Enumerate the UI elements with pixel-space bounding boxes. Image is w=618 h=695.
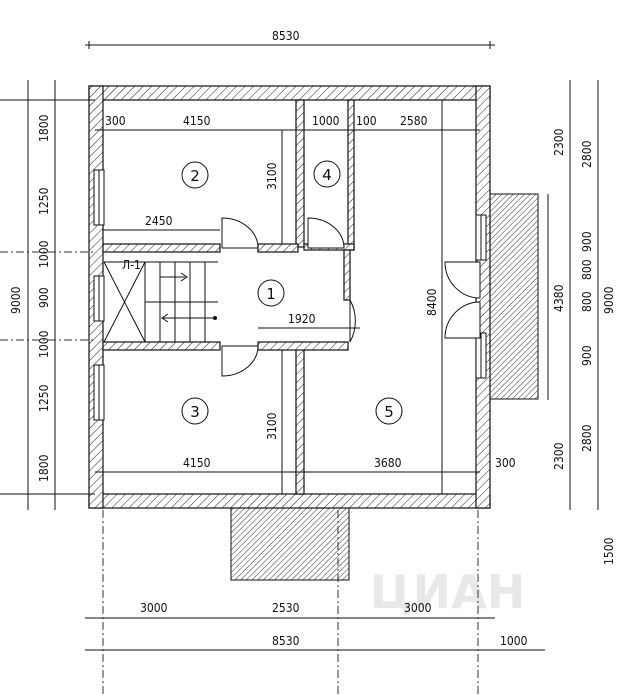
right-porch: [489, 193, 539, 400]
dim-right-2300-top: 2300: [552, 128, 566, 156]
room-2-label: 2: [190, 167, 200, 185]
axis-lines: [0, 251, 479, 695]
dim-left-1250-top: 1250: [37, 187, 51, 215]
dim-lower-4150: 4150: [183, 456, 211, 470]
dim-upper-100: 100: [356, 114, 377, 128]
dim-left-1250-bottom: 1250: [37, 384, 51, 412]
dim-upper-300: 300: [105, 114, 126, 128]
dim-right-2800-bottom: 2800: [580, 424, 594, 452]
dim-left-1800-bottom: 1800: [37, 454, 51, 482]
dim-right-4380: 4380: [552, 284, 566, 312]
dim-right-8400: 8400: [425, 288, 439, 316]
dim-left-total: 9000: [9, 286, 23, 314]
dim-upper-2580: 2580: [400, 114, 428, 128]
windows: [93, 169, 487, 421]
dim-right-800-bottom: 800: [580, 291, 594, 312]
dim-lower-3680: 3680: [374, 456, 402, 470]
dim-bottom-3000-right: 3000: [404, 601, 432, 615]
dim-bottom-total: 8530: [272, 634, 300, 648]
dim-stair-2450: 2450: [145, 214, 173, 228]
dim-lower-300: 300: [495, 456, 516, 470]
watermark: ЦИАН: [370, 565, 525, 619]
dim-wall-3100-bottom: 3100: [265, 412, 279, 440]
dim-bottom-3000-left: 3000: [140, 601, 168, 615]
dim-left-1000-bottom: 1000: [37, 330, 51, 358]
room-3-label: 3: [190, 403, 200, 421]
dim-right-900-top: 900: [580, 231, 594, 252]
dim-right-1500: 1500: [602, 537, 616, 565]
dim-bottom-1000: 1000: [500, 634, 528, 648]
dim-left-1000-top: 1000: [37, 240, 51, 268]
inner-walls: [102, 99, 355, 495]
room-1-label: 1: [266, 285, 276, 303]
dimension-lines: [0, 41, 599, 651]
dim-upper-1000: 1000: [312, 114, 340, 128]
dim-right-9000: 9000: [602, 286, 616, 314]
dim-upper-4150: 4150: [183, 114, 211, 128]
dim-right-800-top: 800: [580, 259, 594, 280]
dim-wall-3100-top: 3100: [265, 162, 279, 190]
dimension-texts: 8530 300 4150 1000 100 2580 2450 1920 41…: [9, 29, 616, 648]
stair-label: Л-1: [122, 258, 141, 272]
room-labels: 2 4 1 3 5: [181, 160, 403, 425]
dim-top-total: 8530: [272, 29, 300, 43]
dim-bottom-2530: 2530: [272, 601, 300, 615]
dim-left-900: 900: [37, 287, 51, 308]
doors: [221, 217, 481, 377]
staircase: Л-1: [103, 258, 218, 343]
room-5-label: 5: [384, 403, 394, 421]
dim-right-2800-top: 2800: [580, 140, 594, 168]
dim-hall-1920: 1920: [288, 312, 316, 326]
dim-left-1800-top: 1800: [37, 114, 51, 142]
room-4-label: 4: [322, 166, 332, 184]
dim-right-900-bottom: 900: [580, 345, 594, 366]
bottom-porch: [230, 507, 350, 581]
dim-right-2300-bottom: 2300: [552, 442, 566, 470]
